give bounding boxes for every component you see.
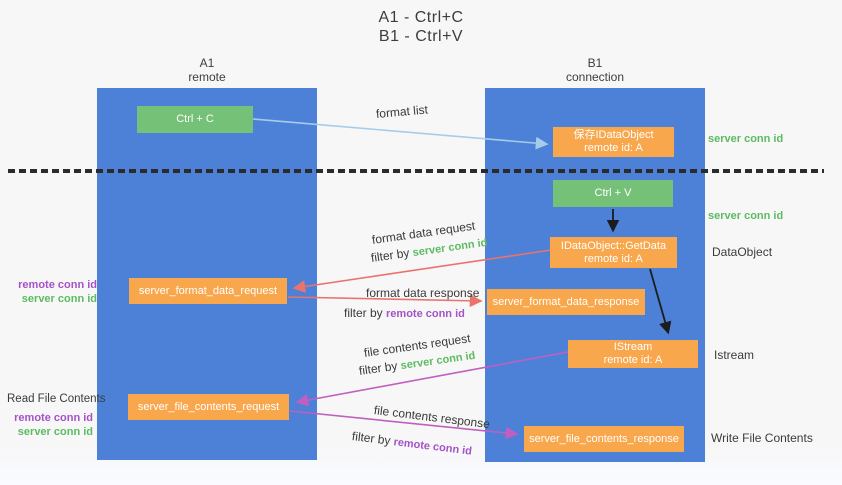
filter-by-text: filter by [370, 245, 414, 265]
filter-by-text: filter by [351, 429, 395, 449]
filter-by-text: filter by [344, 306, 387, 320]
getdata-line1: IDataObject::GetData [560, 239, 667, 252]
node-ctrl-c: Ctrl + C [137, 106, 253, 133]
write-file-contents-label: Write File Contents [711, 431, 813, 445]
label-format-data-response-filter: filter by remote conn id [344, 306, 465, 320]
istream-line2: remote id: A [603, 354, 663, 366]
label-file-contents-response: file contents response [373, 403, 491, 432]
title-line-2: B1 - Ctrl+V [378, 28, 464, 45]
label-format-list: format list [375, 102, 429, 121]
save-idataobject-line2: remote id: A [584, 142, 643, 154]
save-idataobject-line1: 保存IDataObject [573, 129, 654, 141]
server-conn-id-text: server conn id [411, 236, 489, 260]
getdata-line2: remote id: A [584, 252, 643, 265]
remote-conn-id-left-top: remote conn id [18, 279, 97, 291]
server-file-contents-request-label: server_file_contents_request [137, 400, 280, 413]
title-line-1: A1 - Ctrl+C [378, 9, 464, 26]
node-server-format-data-request: server_format_data_request [129, 278, 287, 304]
filter-by-text: filter by [358, 358, 402, 378]
left-conn-id-pair-top: remote conn id server conn id [0, 278, 97, 306]
node-server-format-data-response: server_format_data_response [487, 289, 645, 315]
lane-b1-role: connection [565, 70, 625, 84]
node-istream: IStream remote id: A [568, 340, 698, 368]
left-conn-id-pair-bottom: remote conn id server conn id [0, 411, 93, 439]
server-conn-id-left-bottom: server conn id [17, 426, 93, 438]
server-conn-id-right-mid: server conn id [708, 210, 784, 222]
server-format-data-request-label: server_format_data_request [138, 284, 278, 297]
remote-conn-id-text: remote conn id [392, 436, 473, 458]
lane-a1-header: A1 remote [97, 56, 317, 84]
lane-a1-role: remote [188, 70, 226, 84]
lane-b1-header: B1 connection [485, 56, 705, 84]
label-format-data-response: format data response [366, 286, 480, 300]
remote-conn-id-left-bottom: remote conn id [14, 412, 93, 424]
diagram-title: A1 - Ctrl+C B1 - Ctrl+V [0, 8, 842, 46]
lane-b1-name: B1 [587, 56, 603, 70]
istream-line1: IStream [613, 341, 653, 353]
dotted-separator [8, 169, 824, 173]
ctrl-v-label: Ctrl + V [594, 187, 632, 199]
node-server-file-contents-request: server_file_contents_request [128, 394, 289, 420]
remote-conn-id-text: remote conn id [386, 308, 465, 320]
lane-a1-name: A1 [199, 56, 215, 70]
read-file-contents-label: Read File Contents [7, 393, 106, 405]
server-format-data-response-label: server_format_data_response [492, 295, 640, 308]
server-file-contents-response-label: server_file_contents_response [529, 432, 679, 445]
node-server-file-contents-response: server_file_contents_response [524, 426, 684, 452]
label-file-contents-response-filter: filter by remote conn id [351, 429, 473, 458]
node-idataobject-getdata: IDataObject::GetData remote id: A [550, 237, 677, 268]
node-ctrl-v: Ctrl + V [553, 180, 673, 207]
server-conn-id-left-top: server conn id [21, 293, 97, 305]
ctrl-c-label: Ctrl + C [176, 113, 214, 125]
dataobject-label: DataObject [712, 245, 773, 259]
istream-label: Istream [714, 348, 755, 362]
node-save-idataobject: 保存IDataObject remote id: A [553, 127, 674, 157]
server-conn-id-right-top: server conn id [708, 133, 784, 145]
